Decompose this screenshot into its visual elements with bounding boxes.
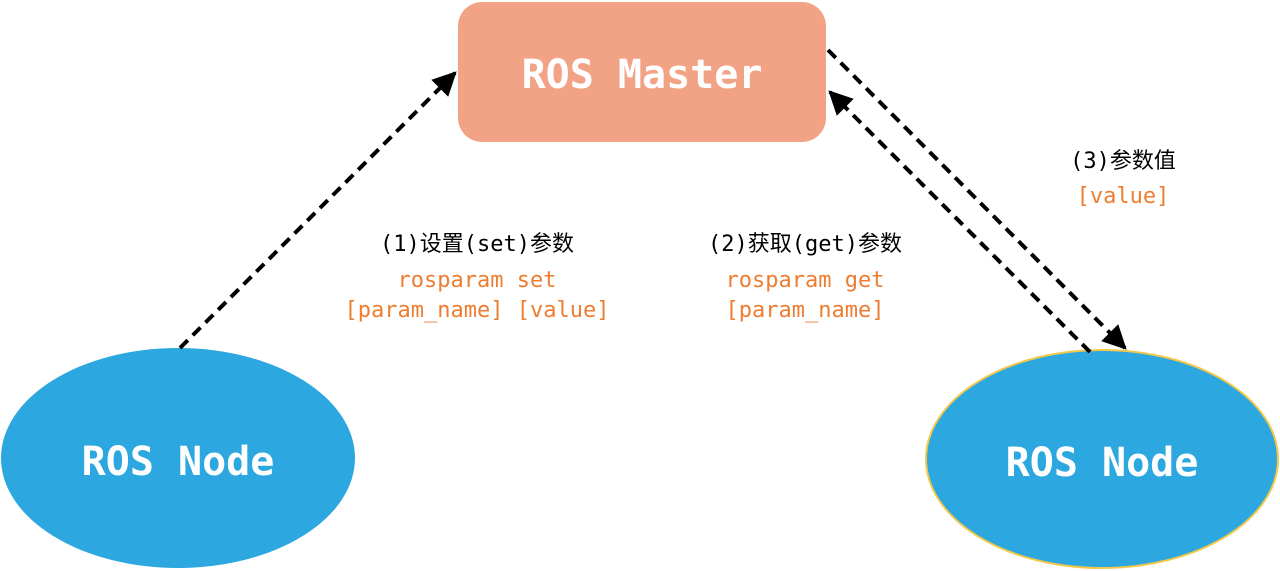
ros-master-box — [458, 2, 826, 142]
get-step-title: (2)获取(get)参数 — [708, 232, 902, 257]
ros-node-right-ellipse — [925, 349, 1279, 569]
ros-node-right: ROS Node — [925, 349, 1279, 569]
get-command-line1: rosparam get — [726, 268, 885, 293]
ros-node-right-label: ROS Node — [1006, 440, 1199, 486]
ros-node-left: ROS Node — [1, 348, 355, 568]
get-arrow — [828, 90, 1092, 354]
set-command-line2: [param_name] [value] — [345, 298, 610, 323]
value-command-line: [value] — [1077, 184, 1170, 209]
get-command-line2: [param_name] — [726, 298, 885, 323]
ros-node-left-label: ROS Node — [82, 439, 275, 485]
ros-master: ROS Master — [458, 2, 826, 142]
set-arrow — [178, 71, 457, 350]
ros-node-left-ellipse — [1, 348, 355, 568]
get-annotation: (2)获取(get)参数 rosparam get [param_name] — [708, 232, 902, 323]
ros-master-label: ROS Master — [522, 52, 763, 98]
set-annotation: (1)设置(set)参数 rosparam set [param_name] [… — [345, 232, 610, 323]
set-command-line1: rosparam set — [398, 268, 557, 293]
set-step-title: (1)设置(set)参数 — [380, 232, 574, 257]
value-arrow — [826, 48, 1127, 350]
value-step-title: (3)参数值 — [1070, 149, 1176, 174]
value-annotation: (3)参数值 [value] — [1070, 149, 1176, 209]
